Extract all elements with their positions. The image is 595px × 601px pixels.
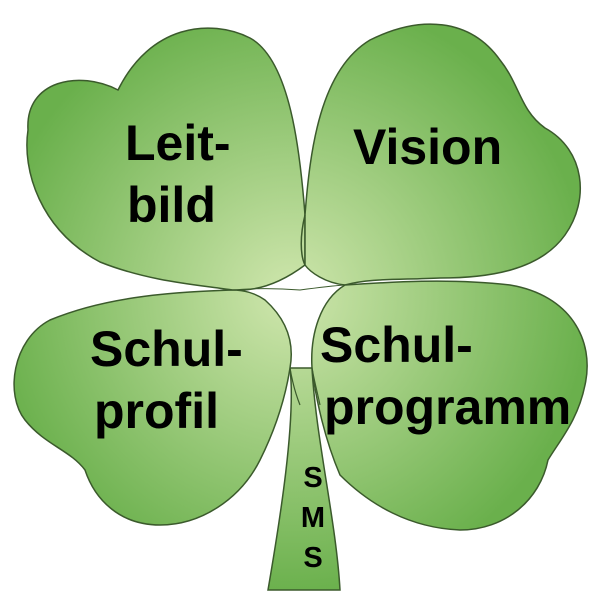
- clover-center-vein-horizontal: [231, 284, 346, 291]
- stem-letter-2: M: [300, 502, 326, 534]
- leaf-top-right: [304, 23, 582, 286]
- leaf-bottom-left-label: Schul- profil: [90, 318, 243, 442]
- stem-letter-1: S: [303, 462, 323, 494]
- leaf-bottom-right-line2: programm: [324, 379, 572, 435]
- leaf-bottom-right-label: Schul- programm: [320, 314, 571, 438]
- leaf-top-right-line1: Vision: [353, 119, 503, 175]
- clover-stem-vein-right: [311, 367, 321, 406]
- leaf-bottom-left: [13, 289, 292, 526]
- stem-label: S M S: [300, 458, 326, 578]
- leaf-bottom-right: [311, 280, 588, 531]
- leaf-top-left-line2: bild: [127, 177, 216, 233]
- leaf-bottom-left-line2: profil: [94, 383, 219, 439]
- clover-stem: [267, 367, 341, 591]
- leaf-top-right-label: Vision: [353, 122, 502, 172]
- leaf-bottom-left-line1: Schul-: [90, 321, 243, 377]
- leaf-top-left-line1: Leit-: [125, 115, 231, 171]
- clover-center-vein-vertical: [300, 214, 306, 266]
- leaf-top-left: [26, 27, 306, 291]
- clover-stem-vein-left: [289, 367, 301, 406]
- leaf-top-left-label: Leit- bild: [125, 112, 231, 236]
- stem-letter-3: S: [303, 542, 323, 574]
- leaf-bottom-right-line1: Schul-: [320, 317, 473, 373]
